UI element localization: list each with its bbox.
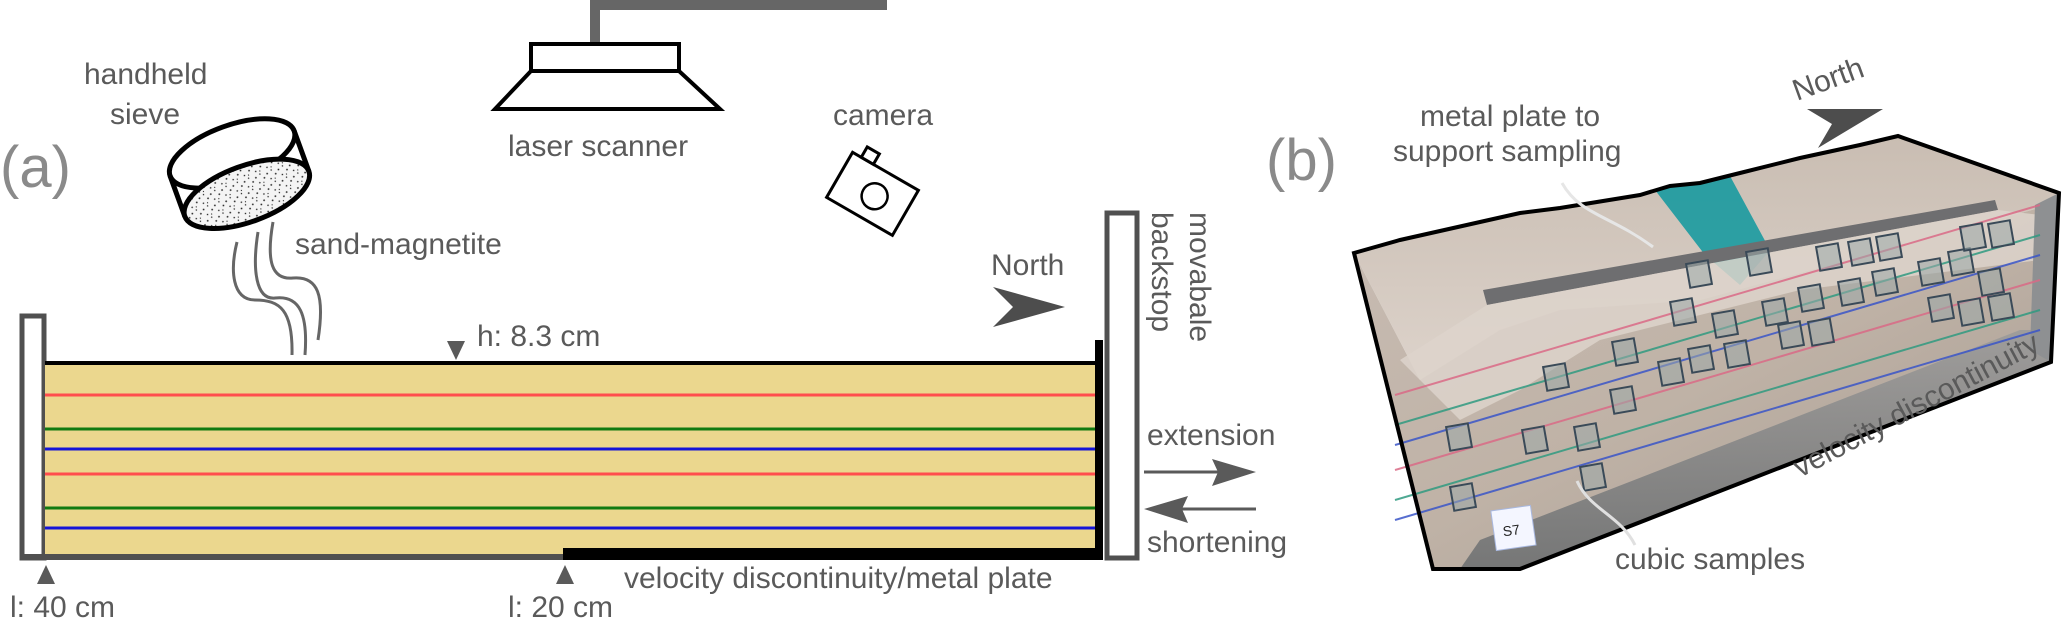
laser-scanner-icon [490, 0, 887, 111]
cubic-sample [1870, 267, 1900, 297]
cubic-sample [1656, 357, 1686, 387]
cubic-sample [1958, 222, 1988, 252]
cubic-sample [1722, 339, 1752, 369]
cubic-sample [1946, 247, 1976, 277]
shortening-arrow-icon [1144, 496, 1256, 523]
fixed-wall [19, 313, 47, 561]
photo-stratum-line [1394, 254, 2041, 446]
sand-pack [45, 361, 1097, 555]
cubic-sample [1610, 337, 1640, 367]
cubic-samples-label: cubic samples [1615, 543, 1805, 576]
north-label-b: North [1788, 51, 1868, 107]
sieve-icon [166, 116, 313, 231]
cubic-sample [1760, 297, 1790, 327]
cubic-sample [1448, 482, 1478, 512]
metal-plate-support-label-line2: support sampling [1393, 135, 1621, 168]
sand-stream-icon [231, 221, 322, 356]
camera-label: camera [833, 99, 933, 132]
sandbox-photo: S7 [1351, 133, 2062, 571]
north-label-a: North [991, 249, 1064, 282]
cubic-sample [1926, 293, 1956, 323]
photo-stratum-line [1394, 309, 2041, 501]
cubic-sample [1874, 232, 1904, 262]
cubic-sample [1836, 277, 1866, 307]
height-marker-icon [447, 341, 465, 360]
metal-plate-leader [1560, 182, 1654, 249]
north-arrow-b-icon [1807, 109, 1883, 148]
cubic-sample [1744, 247, 1774, 277]
cubic-sample [1806, 317, 1836, 347]
cubic-sample [1710, 309, 1740, 339]
cubic-sample [1846, 237, 1876, 267]
height-label: h: 8.3 cm [477, 320, 600, 353]
length-20-label: l: 20 cm [508, 591, 613, 620]
cubic-sample [1916, 257, 1946, 287]
sample-tag-text: S7 [1502, 521, 1521, 539]
cubic-sample [1814, 242, 1844, 272]
length-20-marker-icon [556, 565, 574, 584]
sample-tag: S7 [1490, 504, 1537, 552]
cubic-sample [1541, 362, 1571, 392]
length-40-marker-icon [37, 565, 55, 584]
extension-label: extension [1147, 419, 1275, 452]
metal-plate-label: velocity discontinuity/metal plate [624, 562, 1053, 595]
backstop-label-line2: backstop [1145, 212, 1178, 332]
metal-plate-riser [1095, 340, 1103, 560]
cubic-sample [1520, 425, 1550, 455]
cubic-sample [1684, 259, 1714, 289]
extension-arrow-icon [1144, 459, 1256, 486]
cubic-sample [1668, 297, 1698, 327]
backstop-label-line1: movabale [1183, 212, 1216, 342]
length-40-label: l: 40 cm [10, 591, 115, 620]
cubic-sample [1796, 283, 1826, 313]
laser-scanner-label: laser scanner [508, 130, 688, 163]
metal-plate-support-label-line1: metal plate to [1420, 100, 1600, 133]
sand-magnetite-label: sand-magnetite [295, 228, 502, 261]
cubic-sample [1776, 320, 1806, 350]
cubic-sample [1572, 422, 1602, 452]
cubic-sample [1956, 297, 1986, 327]
cubic-samples-leader [1575, 480, 1637, 546]
cubic-sample [1608, 385, 1638, 415]
cubic-sample [1976, 267, 2006, 297]
panel-a-label: (a) [0, 135, 71, 200]
sieve-label-line2: sieve [110, 98, 180, 131]
sieve-label-line1: handheld [84, 58, 207, 91]
camera-icon [824, 144, 921, 238]
panel-b-label: (b) [1266, 128, 1337, 193]
metal-plate-base [563, 548, 1103, 560]
cubic-sample [1986, 219, 2016, 249]
cubic-sample [1578, 462, 1608, 492]
photo-stratum-line [1394, 329, 2041, 521]
cubic-sample [1444, 422, 1474, 452]
north-arrow-icon [993, 287, 1065, 327]
cubic-sample [1686, 344, 1716, 374]
movable-backstop [1104, 210, 1140, 561]
cubic-sample [1986, 292, 2016, 322]
photo-stratum-line [1394, 204, 2041, 396]
shortening-label: shortening [1147, 526, 1287, 559]
